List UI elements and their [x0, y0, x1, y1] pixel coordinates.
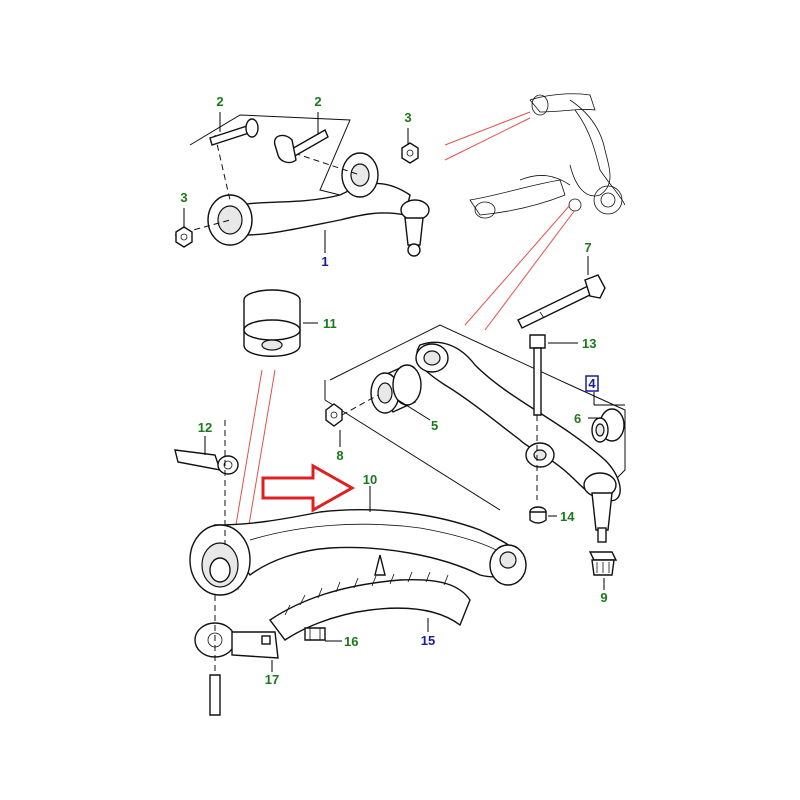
undertray-shield-15: [268, 554, 471, 641]
long-bolt-7: [517, 274, 606, 329]
bolt-left: [209, 118, 259, 146]
callout-2-left: 2: [216, 94, 223, 109]
bolt-13: [529, 334, 546, 500]
nut-14: [529, 506, 547, 524]
callout-5: 5: [431, 418, 438, 433]
nut-9: [588, 551, 618, 576]
callout-leaders: [183, 112, 625, 672]
callout-17: 17: [265, 672, 279, 687]
callout-7: 7: [584, 240, 591, 255]
callout-3-upper: 3: [404, 110, 411, 125]
lower-arm-group-outline: [324, 324, 626, 511]
callout-8: 8: [336, 448, 343, 463]
tension-arm-10: [189, 420, 527, 596]
upper-arm-group-outline: [189, 114, 361, 201]
callouts: 2 2 3 3 1 7 11 13 4 6 5 8 12 10 14 9 16 …: [180, 94, 607, 687]
lower-control-arm: [415, 341, 621, 543]
upper-control-arm: [207, 152, 430, 257]
callout-15: 15: [421, 633, 435, 648]
callout-11: 11: [323, 316, 337, 331]
bush-6: [591, 408, 625, 443]
callout-6: 6: [574, 411, 581, 426]
callout-13: 13: [582, 336, 596, 351]
callout-16: 16: [344, 634, 358, 649]
red-arrow: [261, 463, 356, 513]
callout-14: 14: [560, 509, 575, 524]
bolt-right: [273, 129, 329, 164]
bolt-16: [304, 627, 326, 641]
bracket-17: [194, 595, 279, 716]
callout-10: 10: [363, 472, 377, 487]
callout-4-highlight-box: [585, 375, 599, 392]
nut-upper-right: [401, 142, 419, 164]
bush-5: [370, 364, 422, 414]
callout-9: 9: [600, 590, 607, 605]
nut-upper-left: [175, 226, 193, 248]
callout-3-left: 3: [180, 190, 187, 205]
link-12: [174, 449, 239, 475]
hydro-bush-11: [243, 289, 301, 357]
nut-8: [325, 394, 379, 427]
callout-12: 12: [198, 420, 212, 435]
callout-4: 4: [588, 376, 596, 391]
vehicle-context-sketch: [469, 93, 626, 219]
callout-1: 1: [321, 254, 328, 269]
callout-2-right: 2: [314, 94, 321, 109]
